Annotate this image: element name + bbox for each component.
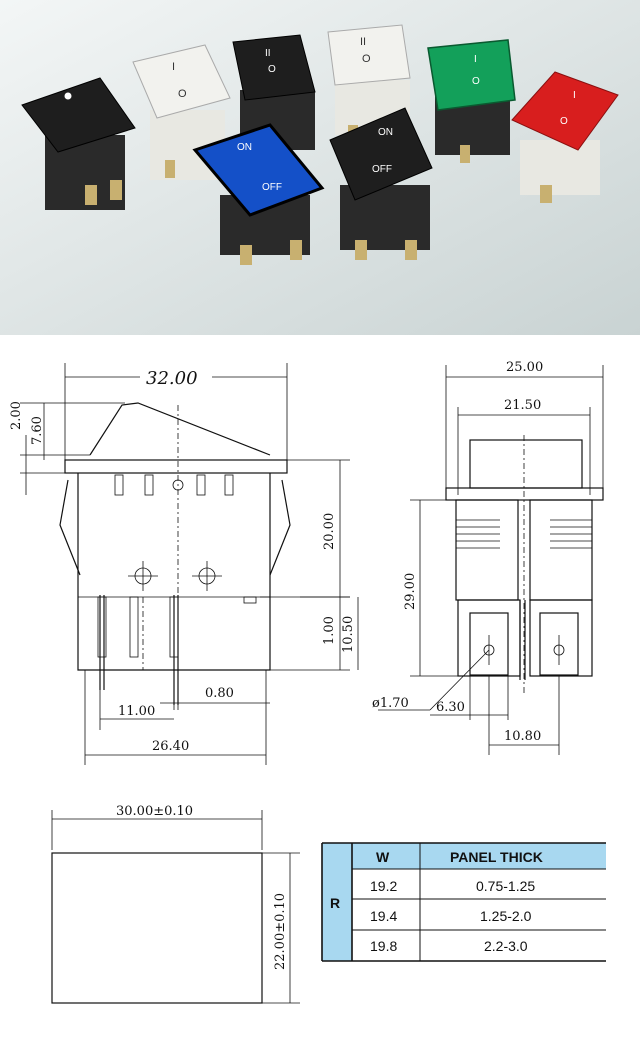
- switch-red-io: I O: [511, 71, 619, 203]
- marking-white-ioi-1: II: [360, 36, 366, 48]
- marking-white-io-2: O: [178, 88, 187, 100]
- dim-front-2: 2.00: [9, 401, 24, 430]
- rocker-green-io: [427, 39, 516, 111]
- table-cell: 1.25-2.0: [480, 908, 532, 924]
- side-view: 25.00 21.50: [372, 360, 604, 755]
- table-cell: 0.75-1.25: [476, 878, 535, 894]
- switch-black-ioi: II O: [232, 34, 316, 158]
- dim-side-6-30: 6.30: [436, 700, 465, 715]
- dim-side-10-80: 10.80: [504, 729, 541, 744]
- dim-side-hole: ø1.70: [372, 696, 409, 711]
- rocker-black-dot: [21, 77, 136, 153]
- switch-blue-onoff: ON OFF: [192, 123, 325, 265]
- dim-front-0-80: 0.80: [205, 686, 234, 701]
- product-photo: I O II O II O I O I O ON O: [0, 0, 640, 335]
- dim-cutout-width: 30.00±0.10: [116, 804, 193, 819]
- marking-black-onoff-1: ON: [378, 127, 393, 138]
- panel-cutout: 30.00±0.10 22.00±0.10: [51, 804, 300, 1004]
- dim-front-20: 20.00: [322, 513, 337, 550]
- marking-black-onoff-2: OFF: [372, 164, 392, 175]
- dim-cutout-height: 22.00±0.10: [273, 893, 288, 970]
- dim-front-7-60: 7.60: [30, 416, 45, 445]
- table-row-label: R: [330, 895, 340, 911]
- switch-green-io: I O: [427, 39, 516, 163]
- front-view: 32.00: [9, 363, 359, 765]
- rocker-white-io: [132, 44, 231, 119]
- dim-front-26-40: 26.40: [152, 739, 189, 754]
- dim-side-25: 25.00: [506, 360, 543, 375]
- panel-thickness-table: R W PANEL THICK 19.2 0.75-1.25 19.4 1.25…: [321, 842, 606, 962]
- dim-front-11: 11.00: [118, 704, 155, 719]
- marking-green-io-1: I: [474, 54, 477, 65]
- table-cell: 19.4: [370, 908, 397, 924]
- marking-black-ioi-1: II: [265, 48, 271, 59]
- table-header-panel-thick: PANEL THICK: [450, 849, 543, 865]
- rocker-black-onoff: [329, 107, 433, 201]
- marking-red-io-2: O: [560, 116, 568, 127]
- rocker-blue-onoff: [192, 123, 325, 217]
- dim-side-29: 29.00: [403, 573, 418, 610]
- marking-blue-onoff-2: OFF: [262, 182, 282, 193]
- marking-white-ioi-2: O: [362, 53, 371, 65]
- marking-green-io-2: O: [472, 76, 480, 87]
- dim-front-10-50: 10.50: [341, 616, 356, 653]
- table-cell: 19.2: [370, 878, 397, 894]
- dim-side-21-50: 21.50: [504, 398, 541, 413]
- dim-front-width: 32.00: [146, 368, 198, 389]
- table-cell: 2.2-3.0: [484, 938, 528, 954]
- marking-blue-onoff-1: ON: [237, 142, 252, 153]
- rocker-white-ioi: [327, 24, 411, 86]
- switch-black-dot: [21, 77, 136, 210]
- dim-front-1: 1.00: [322, 616, 337, 645]
- rocker-red-io: [511, 71, 619, 151]
- marking-black-ioi-2: O: [268, 64, 276, 75]
- technical-drawing: 32.00: [9, 360, 606, 1004]
- switch-black-onoff: ON OFF: [329, 107, 433, 260]
- marking-red-io-1: I: [573, 90, 576, 101]
- marking-white-io-1: I: [172, 61, 175, 73]
- rocker-black-ioi: [232, 34, 316, 101]
- table-cell: 19.8: [370, 938, 397, 954]
- table-header-w: W: [376, 849, 390, 865]
